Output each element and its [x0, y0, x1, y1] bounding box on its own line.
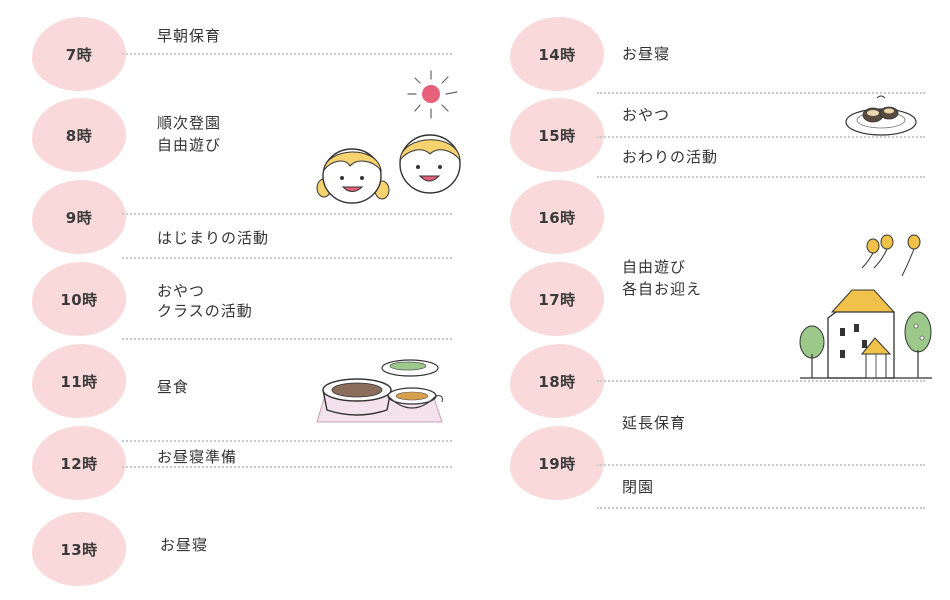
house-balloons-icon: [799, 234, 932, 379]
divider-7: [122, 53, 452, 55]
hour-blob-12: 12時: [32, 426, 126, 500]
hour-label: 9時: [65, 208, 93, 227]
divider-12b: [122, 466, 452, 468]
hour-label: 19時: [538, 454, 576, 473]
hour-label: 7時: [65, 45, 93, 64]
activity-15-snack: おやつ: [622, 106, 671, 124]
hour-label: 15時: [538, 126, 576, 145]
activity-17-pickup: 各自お迎え: [622, 280, 703, 298]
activity-13: お昼寝: [160, 536, 209, 554]
hour-label: 13時: [60, 540, 98, 559]
hour-blob-10: 10時: [32, 262, 126, 336]
sun-icon: [407, 70, 458, 119]
hour-blob-7: 7時: [32, 17, 126, 91]
hour-blob-18: 18時: [510, 344, 604, 418]
hour-label: 10時: [60, 290, 98, 309]
divider-15b: [597, 136, 925, 138]
hour-label: 16時: [538, 208, 576, 227]
activity-8-arrival: 順次登園: [157, 114, 222, 132]
activity-19-close: 閉園: [622, 478, 655, 496]
hour-blob-15: 15時: [510, 98, 604, 172]
hour-label: 8時: [65, 126, 93, 145]
activity-11: 昼食: [157, 378, 190, 396]
hour-blob-11: 11時: [32, 344, 126, 418]
divider-15a: [597, 92, 925, 94]
divider-19a: [597, 464, 925, 466]
activity-8-freeplay: 自由遊び: [157, 136, 222, 154]
divider-11: [122, 338, 452, 340]
hour-label: 11時: [60, 372, 98, 391]
hour-label: 12時: [60, 454, 98, 473]
activity-9: はじまりの活動: [157, 229, 270, 247]
activity-15-end: おわりの活動: [622, 148, 719, 166]
hour-blob-14: 14時: [510, 17, 604, 91]
children-icon: [316, 134, 461, 204]
activity-7: 早朝保育: [157, 27, 222, 45]
divider-12a: [122, 440, 452, 442]
hour-blob-19: 19時: [510, 426, 604, 500]
divider-9b: [122, 257, 452, 259]
hour-blob-9: 9時: [32, 180, 126, 254]
divider-19b: [597, 507, 925, 509]
hour-label: 17時: [538, 290, 576, 309]
activity-12: お昼寝準備: [157, 448, 238, 466]
activity-10-class: クラスの活動: [157, 302, 253, 320]
divider-18: [597, 380, 925, 382]
lunch-icon: [316, 359, 443, 423]
activity-14: お昼寝: [622, 45, 671, 63]
hour-blob-13: 13時: [32, 512, 126, 586]
hour-label: 18時: [538, 372, 576, 391]
divider-15c: [597, 176, 925, 178]
divider-9a: [122, 213, 452, 215]
activity-17-freeplay: 自由遊び: [622, 258, 687, 276]
hour-blob-8: 8時: [32, 98, 126, 172]
activity-10-snack: おやつ: [157, 282, 206, 300]
hour-blob-17: 17時: [510, 262, 604, 336]
activity-18-extended-care: 延長保育: [622, 414, 687, 432]
hour-blob-16: 16時: [510, 180, 604, 254]
snack-plate-icon: [845, 95, 917, 136]
hour-label: 14時: [538, 45, 576, 64]
